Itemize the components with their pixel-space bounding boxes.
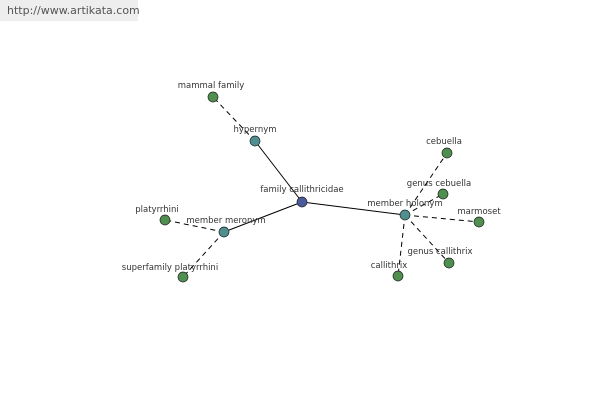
node-callithrix-label: callithrix [371,261,408,271]
edge-member-meronym-to-superfamily-platyrrhini [182,231,225,278]
node-mammal-family[interactable]: mammal family [178,81,245,103]
edge-member-holonym-to-cebuella [404,152,448,216]
node-platyrrhini[interactable]: platyrrhini [135,205,179,226]
node-family-callithricidae-dot[interactable] [296,196,308,208]
node-member-holonym[interactable]: member holonym [367,199,443,221]
node-hypernym-label: hypernym [233,125,276,135]
node-genus-cebuella[interactable]: genus cebuella [407,179,471,200]
node-hypernym[interactable]: hypernym [233,125,277,147]
edges-layer [164,96,480,278]
edge-member-holonym-to-callithrix [397,214,406,277]
edge-family-callithricidae-to-member-meronym [223,201,303,233]
node-member-meronym-label: member meronym [186,216,265,226]
watermark: http://www.artikata.com [0,0,140,21]
edge-member-holonym-to-genus-cebuella [404,193,444,216]
node-member-meronym[interactable]: member meronym [186,216,266,238]
node-platyrrhini-label: platyrrhini [135,205,179,215]
edge-member-meronym-to-platyrrhini [164,219,225,233]
node-cebuella[interactable]: cebuella [426,137,462,159]
node-genus-cebuella-dot[interactable] [437,188,449,200]
node-superfamily-platyrrhini-dot[interactable] [177,271,189,283]
nodes-layer: family callithricidae hypernym member mero… [122,81,501,283]
node-marmoset-label: marmoset [457,207,501,217]
watermark-url: http://www.artikata.com [7,4,140,17]
node-cebuella-dot[interactable] [441,147,453,159]
node-member-holonym-label: member holonym [367,199,442,209]
edge-family-callithricidae-to-member-holonym [301,201,406,216]
node-family-callithricidae-label: family callithricidae [260,185,343,195]
node-cebuella-label: cebuella [426,137,462,147]
edge-family-callithricidae-to-hypernym [254,140,303,203]
edge-member-holonym-to-marmoset [404,214,480,223]
node-platyrrhini-dot[interactable] [159,214,171,226]
node-superfamily-platyrrhini[interactable]: superfamily platyrrhini [122,263,218,283]
node-callithrix[interactable]: callithrix [371,261,408,282]
node-member-holonym-dot[interactable] [399,209,411,221]
node-genus-cebuella-label: genus cebuella [407,179,471,189]
node-member-meronym-dot[interactable] [218,226,230,238]
edge-member-holonym-to-genus-callithrix [404,214,450,264]
node-genus-callithrix[interactable]: genus callithrix [407,247,473,269]
edge-hypernym-to-mammal-family [212,96,256,142]
node-superfamily-platyrrhini-label: superfamily platyrrhini [122,263,218,273]
node-hypernym-dot[interactable] [249,135,261,147]
node-genus-callithrix-dot[interactable] [443,257,455,269]
node-marmoset[interactable]: marmoset [457,207,501,228]
node-mammal-family-dot[interactable] [207,91,219,103]
node-mammal-family-label: mammal family [178,81,245,91]
node-callithrix-dot[interactable] [392,270,404,282]
node-genus-callithrix-label: genus callithrix [407,247,472,257]
node-marmoset-dot[interactable] [473,216,485,228]
node-family-callithricidae[interactable]: family callithricidae [260,185,344,208]
